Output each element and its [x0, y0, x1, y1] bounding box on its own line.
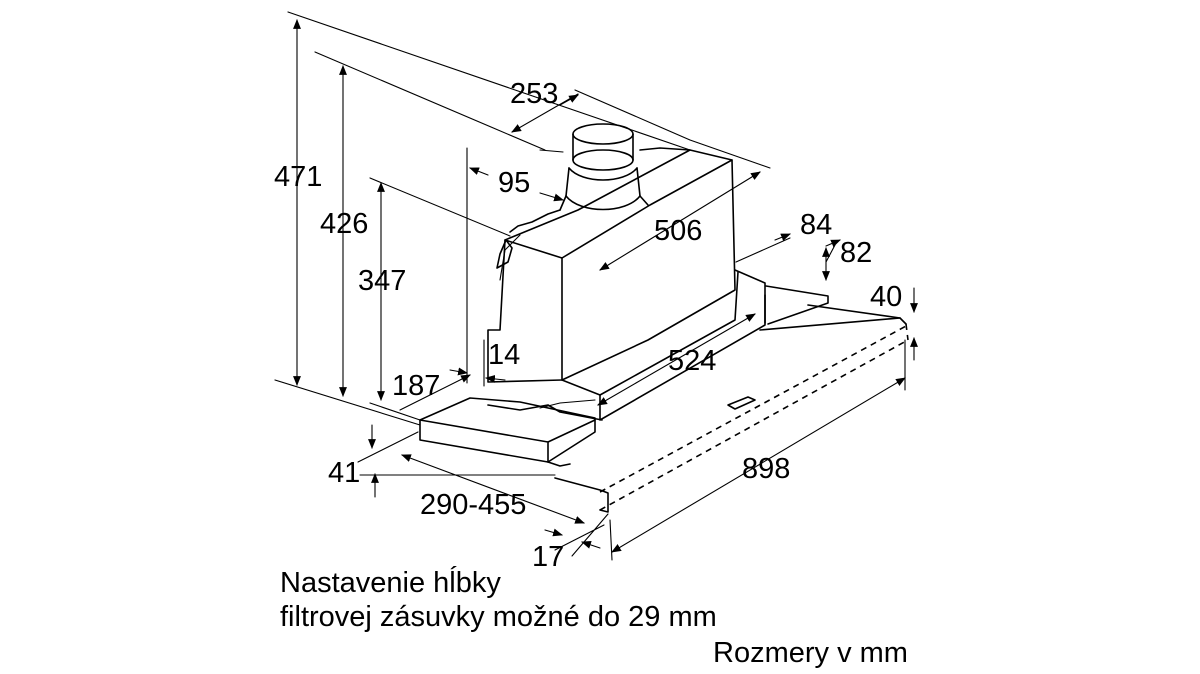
dim-898: 898	[742, 453, 790, 485]
dim-84: 84	[800, 209, 832, 241]
dimension-lines	[274, 11, 918, 561]
dim-426: 426	[320, 208, 368, 240]
dim-41: 41	[328, 457, 360, 489]
dim-95: 95	[498, 167, 530, 199]
dim-524: 524	[668, 345, 716, 377]
dim-82: 82	[840, 237, 872, 269]
duct-connector	[559, 123, 691, 211]
dim-290-455: 290-455	[420, 489, 526, 521]
dim-506: 506	[654, 215, 702, 247]
dim-14: 14	[488, 339, 520, 371]
depth-note-line2: filtrovej zásuvky možné do 29 mm	[280, 601, 717, 633]
hood-outline	[419, 149, 909, 513]
dim-471: 471	[274, 161, 322, 193]
dim-40: 40	[870, 281, 902, 313]
dim-347: 347	[358, 265, 406, 297]
units-note: Rozmery v mm	[713, 637, 908, 669]
depth-note-line1: Nastavenie hĺbky	[280, 567, 501, 599]
dim-253: 253	[510, 78, 558, 110]
dim-187: 187	[392, 370, 440, 402]
dim-17: 17	[532, 541, 564, 573]
